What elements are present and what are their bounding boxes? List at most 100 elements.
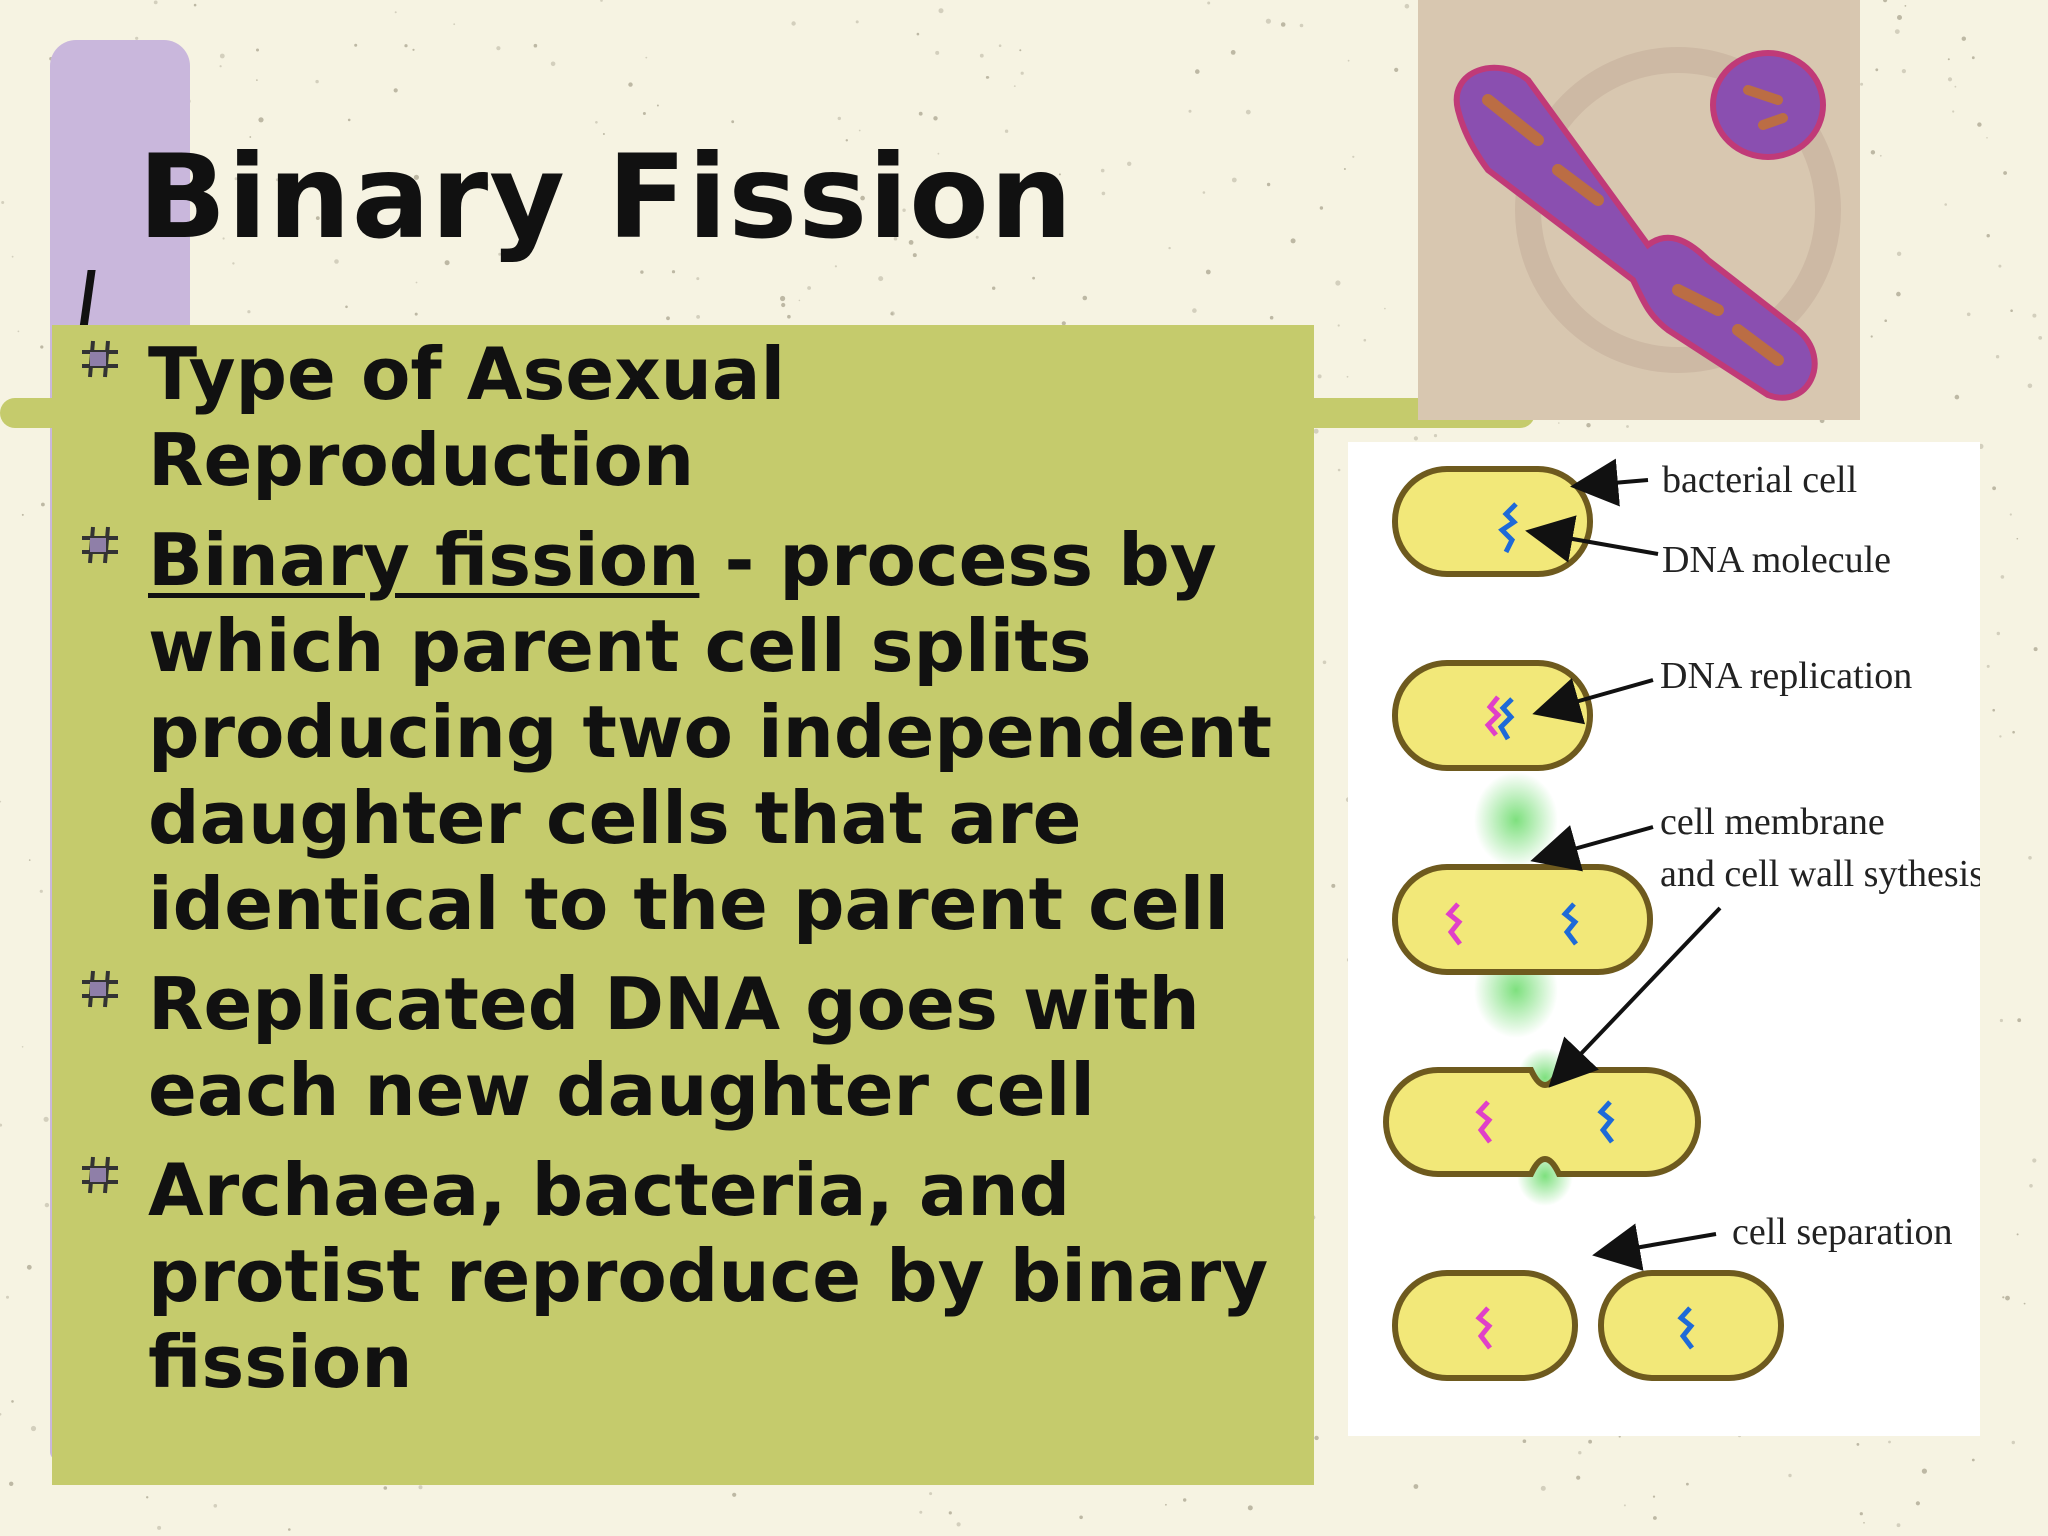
- speckle: [1266, 182, 1271, 187]
- speckle: [153, 0, 158, 5]
- speckle: [315, 79, 319, 84]
- speckle: [1986, 137, 1988, 139]
- speckle: [43, 1116, 49, 1122]
- speckle: [855, 20, 859, 24]
- speckle: [2009, 513, 2012, 516]
- speckle: [258, 117, 264, 123]
- speckle: [916, 32, 920, 36]
- speckle: [933, 116, 938, 121]
- speckle: [1856, 1443, 1860, 1446]
- speckle: [998, 44, 1002, 47]
- speckle: [1859, 1512, 1863, 1516]
- speckle: [1245, 109, 1251, 115]
- speckle: [860, 195, 865, 201]
- speckle: [2016, 1233, 2019, 1236]
- label-dna-molecule: DNA molecule: [1662, 539, 1891, 581]
- speckle: [640, 270, 644, 274]
- bullet-item: Binary fission - process by which parent…: [82, 517, 1284, 947]
- speckle: [1540, 1485, 1546, 1491]
- speckle: [0, 1413, 2, 1416]
- speckle: [935, 50, 940, 55]
- speckle: [2012, 730, 2015, 734]
- speckle: [890, 312, 894, 316]
- bullet-item: Replicated DNA goes with each new daught…: [82, 961, 1284, 1133]
- speckle: [956, 1522, 961, 1527]
- speckle: [2032, 313, 2037, 318]
- speckle: [2029, 1184, 2033, 1188]
- speckle: [1314, 1435, 1319, 1441]
- stage-2-replication: [1392, 660, 1593, 771]
- speckle: [533, 43, 538, 48]
- speckle: [937, 152, 940, 155]
- speckle: [1971, 1458, 1975, 1462]
- speckle: [2000, 575, 2005, 579]
- speckle: [1995, 355, 2000, 359]
- speckle: [1896, 251, 1902, 256]
- speckle: [193, 3, 197, 7]
- speckle: [1586, 423, 1591, 428]
- speckle: [1921, 1468, 1927, 1474]
- speckle: [1394, 67, 1399, 72]
- speckle: [1998, 264, 2002, 268]
- speckle: [837, 116, 841, 121]
- speckle: [595, 121, 598, 124]
- speckle: [1335, 280, 1341, 286]
- bullet-text: - process by which parent cell splits pr…: [148, 518, 1272, 946]
- bullet-text: Type of Asexual Reproduction: [148, 332, 786, 502]
- speckle: [893, 236, 898, 241]
- speckle: [1202, 191, 1206, 194]
- speckle: [483, 182, 489, 188]
- speckle: [938, 8, 944, 14]
- speckle: [787, 314, 791, 319]
- hash-bullet-icon: [82, 340, 118, 378]
- speckle: [1788, 1473, 1792, 1478]
- speckle: [404, 44, 408, 48]
- speckle: [1896, 1523, 1901, 1528]
- speckle: [2016, 537, 2019, 540]
- speckle: [415, 281, 418, 284]
- speckle: [1992, 486, 1996, 491]
- speckle: [1944, 203, 1947, 206]
- speckle: [498, 252, 502, 256]
- speckle: [1280, 22, 1286, 27]
- speckle: [858, 129, 861, 132]
- speckle: [948, 1511, 952, 1515]
- speckle: [1231, 177, 1237, 183]
- speckle: [666, 316, 670, 321]
- speckle: [1188, 109, 1192, 113]
- speckle: [2011, 1440, 2016, 1445]
- speckle: [1269, 315, 1274, 320]
- speckle: [26, 1264, 32, 1270]
- speckle: [157, 1525, 162, 1530]
- speckle: [2017, 1018, 2022, 1023]
- speckle: [2028, 856, 2032, 860]
- speckle: [600, 0, 603, 2]
- speckle: [1165, 1503, 1167, 1506]
- speckle: [1127, 161, 1132, 166]
- speckle: [1999, 1018, 2003, 1023]
- speckle: [232, 262, 235, 265]
- speckle: [602, 133, 605, 135]
- speckle: [1901, 69, 1906, 74]
- speckle: [256, 79, 258, 81]
- speckle: [2038, 336, 2043, 340]
- speckle: [1558, 422, 1560, 424]
- speckle: [1863, 1522, 1865, 1524]
- speckle: [1363, 338, 1367, 342]
- speckle: [315, 216, 320, 221]
- stage-1-bacterial-cell: [1392, 466, 1593, 577]
- speckle: [1168, 246, 1171, 250]
- speckle: [146, 1496, 149, 1499]
- speckle: [1230, 50, 1236, 55]
- speckle: [732, 1492, 737, 1497]
- speckle: [1020, 71, 1024, 75]
- label-cell-wall-synthesis: and cell wall sythesis: [1660, 853, 1980, 895]
- bullet-text: Archaea, bacteria, and protist reproduce…: [148, 1148, 1269, 1404]
- speckle: [1101, 191, 1106, 196]
- speckle: [628, 82, 633, 87]
- speckle: [1205, 269, 1211, 275]
- hash-bullet-icon: [82, 526, 118, 564]
- speckle: [1004, 129, 1009, 133]
- speckle: [908, 240, 914, 245]
- speckle: [1879, 154, 1882, 157]
